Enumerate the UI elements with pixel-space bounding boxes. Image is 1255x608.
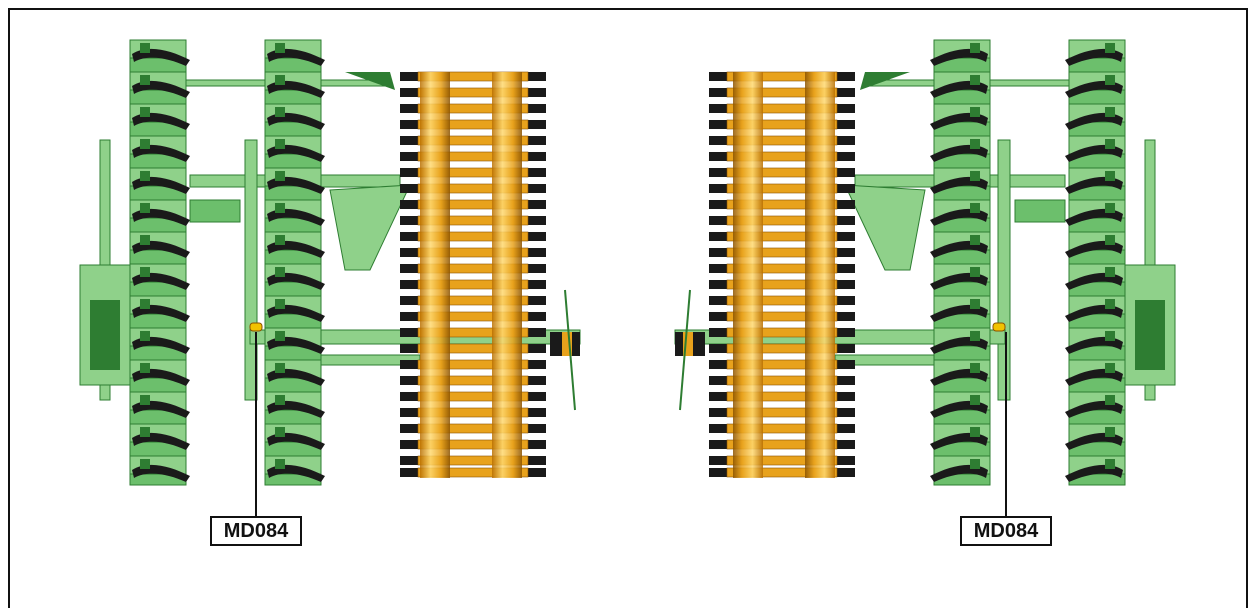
figure-frame <box>8 8 1248 608</box>
left-callout-label: MD084 <box>210 516 302 546</box>
right-callout-label: MD084 <box>960 516 1052 546</box>
left-callout-leader <box>255 332 257 516</box>
machine-illustration <box>79 39 1176 486</box>
right-disc-harrow <box>674 39 1176 486</box>
right-callout-leader <box>1005 332 1007 516</box>
left-disc-harrow <box>79 39 581 486</box>
